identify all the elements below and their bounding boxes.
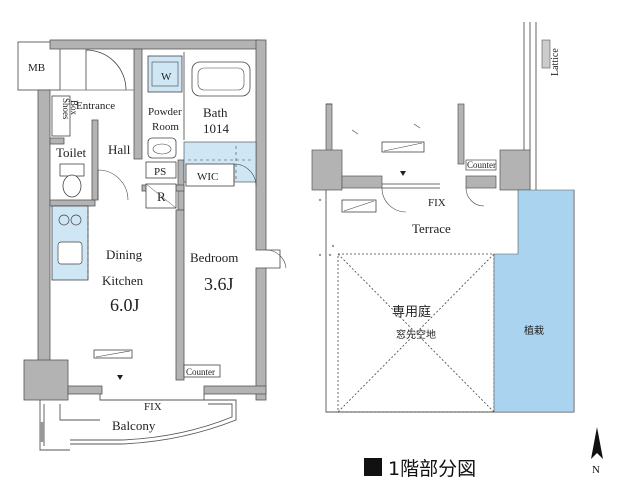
washer-label: W — [161, 71, 172, 83]
unit-walls — [17, 39, 267, 401]
dining-size: 6.0J — [110, 295, 140, 315]
balcony-label: Balcony — [112, 418, 156, 433]
balcony — [39, 394, 237, 451]
private-garden — [337, 253, 495, 413]
terrace-counter-label: Counter — [467, 160, 496, 170]
toilet-fixture — [59, 163, 85, 177]
basin — [147, 137, 177, 159]
window-space-label: 窓先空地 — [396, 328, 436, 341]
unit-counter-label: Counter — [186, 367, 215, 377]
powder-room-label-1: Powder — [148, 106, 182, 118]
ps-box — [145, 161, 177, 179]
dining-arrow-icon — [117, 375, 123, 380]
unit-counter — [183, 364, 221, 378]
terrace-building-walls — [311, 103, 531, 191]
dining-label-2: Kitchen — [102, 273, 144, 288]
terrace-fix-label: FIX — [428, 197, 446, 209]
wic-label: WIC — [197, 171, 218, 183]
private-garden-label: 専用庭 — [392, 304, 431, 320]
r-label: R — [157, 189, 166, 204]
caption-text: 1階部分図 — [388, 457, 477, 480]
planting-label: 植栽 — [524, 324, 544, 337]
terrace-arrow-icon — [400, 171, 406, 176]
bathtub — [191, 61, 251, 97]
north-arrow-icon: N — [591, 427, 603, 476]
caption-square-icon — [364, 458, 382, 476]
toilet-label: Toilet — [56, 145, 87, 160]
bath-label-1: Bath — [203, 105, 228, 120]
shoes-box-label-1: Shoes — [61, 98, 71, 120]
ps-label: PS — [154, 166, 166, 178]
balcony-fix-label: FIX — [144, 401, 162, 413]
north-label: N — [592, 464, 600, 476]
shoes-box-label-2: Box — [69, 100, 79, 116]
terrace-label: Terrace — [412, 221, 451, 236]
bedroom-label: Bedroom — [190, 250, 238, 265]
lattice-label: Lattice — [550, 48, 561, 76]
shoes-box — [51, 95, 71, 137]
floor-caption: 1階部分図 — [364, 454, 476, 480]
entrance-label: Entrance — [76, 100, 115, 112]
bedroom-window — [266, 249, 281, 269]
mb-label: MB — [28, 62, 45, 74]
bedroom-size: 3.6J — [204, 274, 234, 294]
hall-label: Hall — [108, 142, 131, 157]
entrance-door — [85, 49, 127, 91]
powder-room-label-2: Room — [152, 121, 179, 133]
planting-area — [493, 189, 575, 413]
dining-label-1: Dining — [106, 247, 143, 262]
bath-label-2: 1014 — [203, 121, 230, 136]
